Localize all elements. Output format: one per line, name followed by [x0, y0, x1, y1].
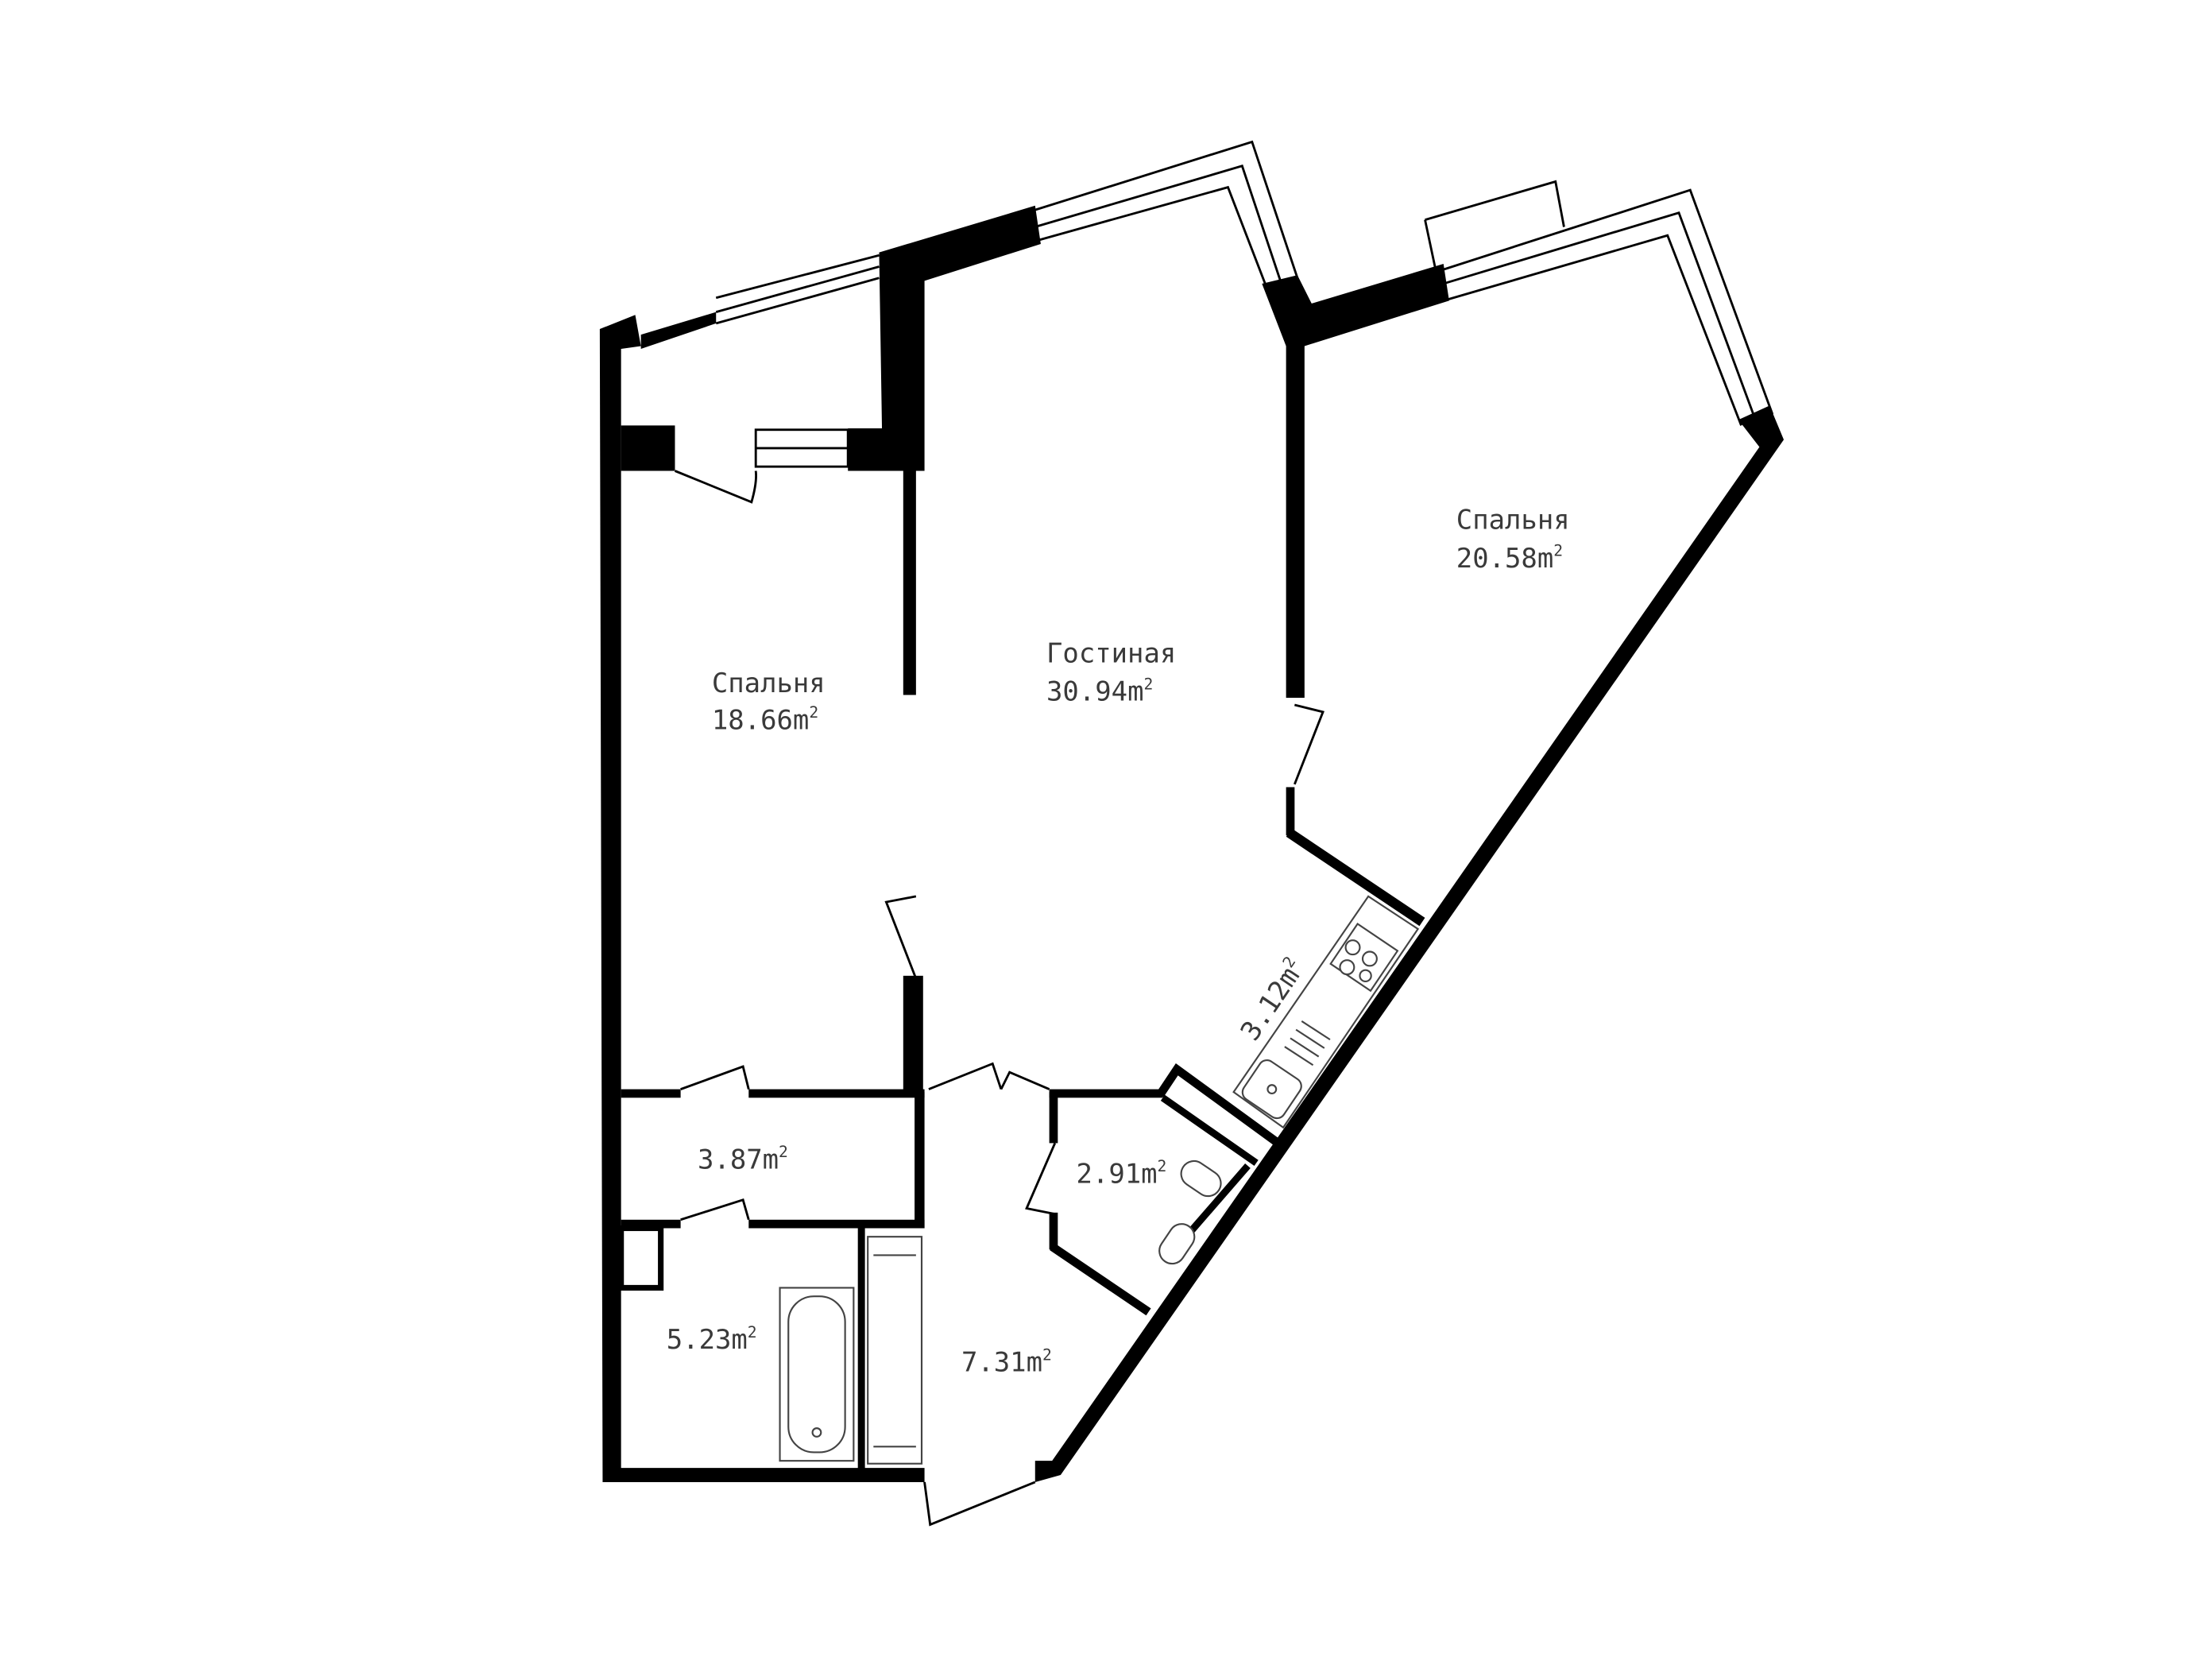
- svg-text:20.58m2: 20.58m2: [1456, 542, 1563, 574]
- room-label-wc: 2.91m2: [1077, 1157, 1167, 1189]
- doors: [674, 470, 1324, 1527]
- svg-text:5.23m2: 5.23m2: [667, 1323, 757, 1355]
- room-label-bathroom: 5.23m2: [667, 1323, 757, 1355]
- kitchen-counter: [1232, 895, 1420, 1129]
- svg-text:2.91m2: 2.91m2: [1077, 1157, 1167, 1189]
- balcony-outlines: [715, 140, 1774, 426]
- svg-text:3.87m2: 3.87m2: [698, 1143, 788, 1175]
- toilet: [1158, 1159, 1222, 1265]
- room-label-bedroom-right: Спальня 20.58m2: [1456, 505, 1570, 574]
- svg-text:7.31m2: 7.31m2: [961, 1345, 1052, 1377]
- svg-text:30.94m2: 30.94m2: [1046, 675, 1153, 706]
- wardrobe: [867, 1236, 923, 1465]
- room-label-living: Гостиная 30.94m2: [1046, 637, 1176, 706]
- svg-text:18.66m2: 18.66m2: [712, 703, 818, 735]
- svg-text:Гостиная: Гостиная: [1046, 637, 1176, 668]
- room-label-bedroom-left: Спальня 18.66m2: [712, 668, 826, 735]
- room-label-hall: 7.31m2: [961, 1345, 1052, 1377]
- room-label-corridor: 3.87m2: [698, 1143, 788, 1175]
- svg-text:Спальня: Спальня: [1456, 505, 1570, 536]
- svg-text:Спальня: Спальня: [712, 668, 826, 699]
- walls: [599, 205, 1785, 1482]
- bathtub: [779, 1287, 855, 1462]
